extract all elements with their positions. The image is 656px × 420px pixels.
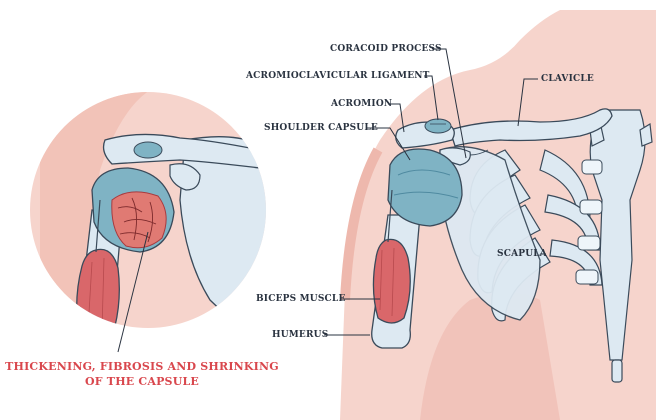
label-acromioclavicular-ligament: ACROMIOCLAVICULAR LIGAMENT xyxy=(246,71,430,82)
acromioclavicular-ligament xyxy=(425,119,451,133)
label-acromion: ACROMION xyxy=(331,99,392,110)
label-shoulder-capsule: SHOULDER CAPSULE xyxy=(264,123,378,134)
caption-line-1: THICKENING, FIBROSIS AND SHRINKING xyxy=(0,359,284,374)
inset-zoom-circle xyxy=(30,90,270,330)
label-coracoid-process: CORACOID PROCESS xyxy=(330,44,442,55)
caption-capsule-condition: THICKENING, FIBROSIS AND SHRINKING OF TH… xyxy=(0,359,284,389)
shoulder-capsule xyxy=(388,149,462,226)
label-biceps-muscle: BICEPS MUSCLE xyxy=(256,294,346,305)
caption-line-2: OF THE CAPSULE xyxy=(0,374,284,389)
label-humerus: HUMERUS xyxy=(272,330,328,341)
label-scapula: SCAPULA xyxy=(497,249,547,260)
label-clavicle: CLAVICLE xyxy=(541,74,594,85)
